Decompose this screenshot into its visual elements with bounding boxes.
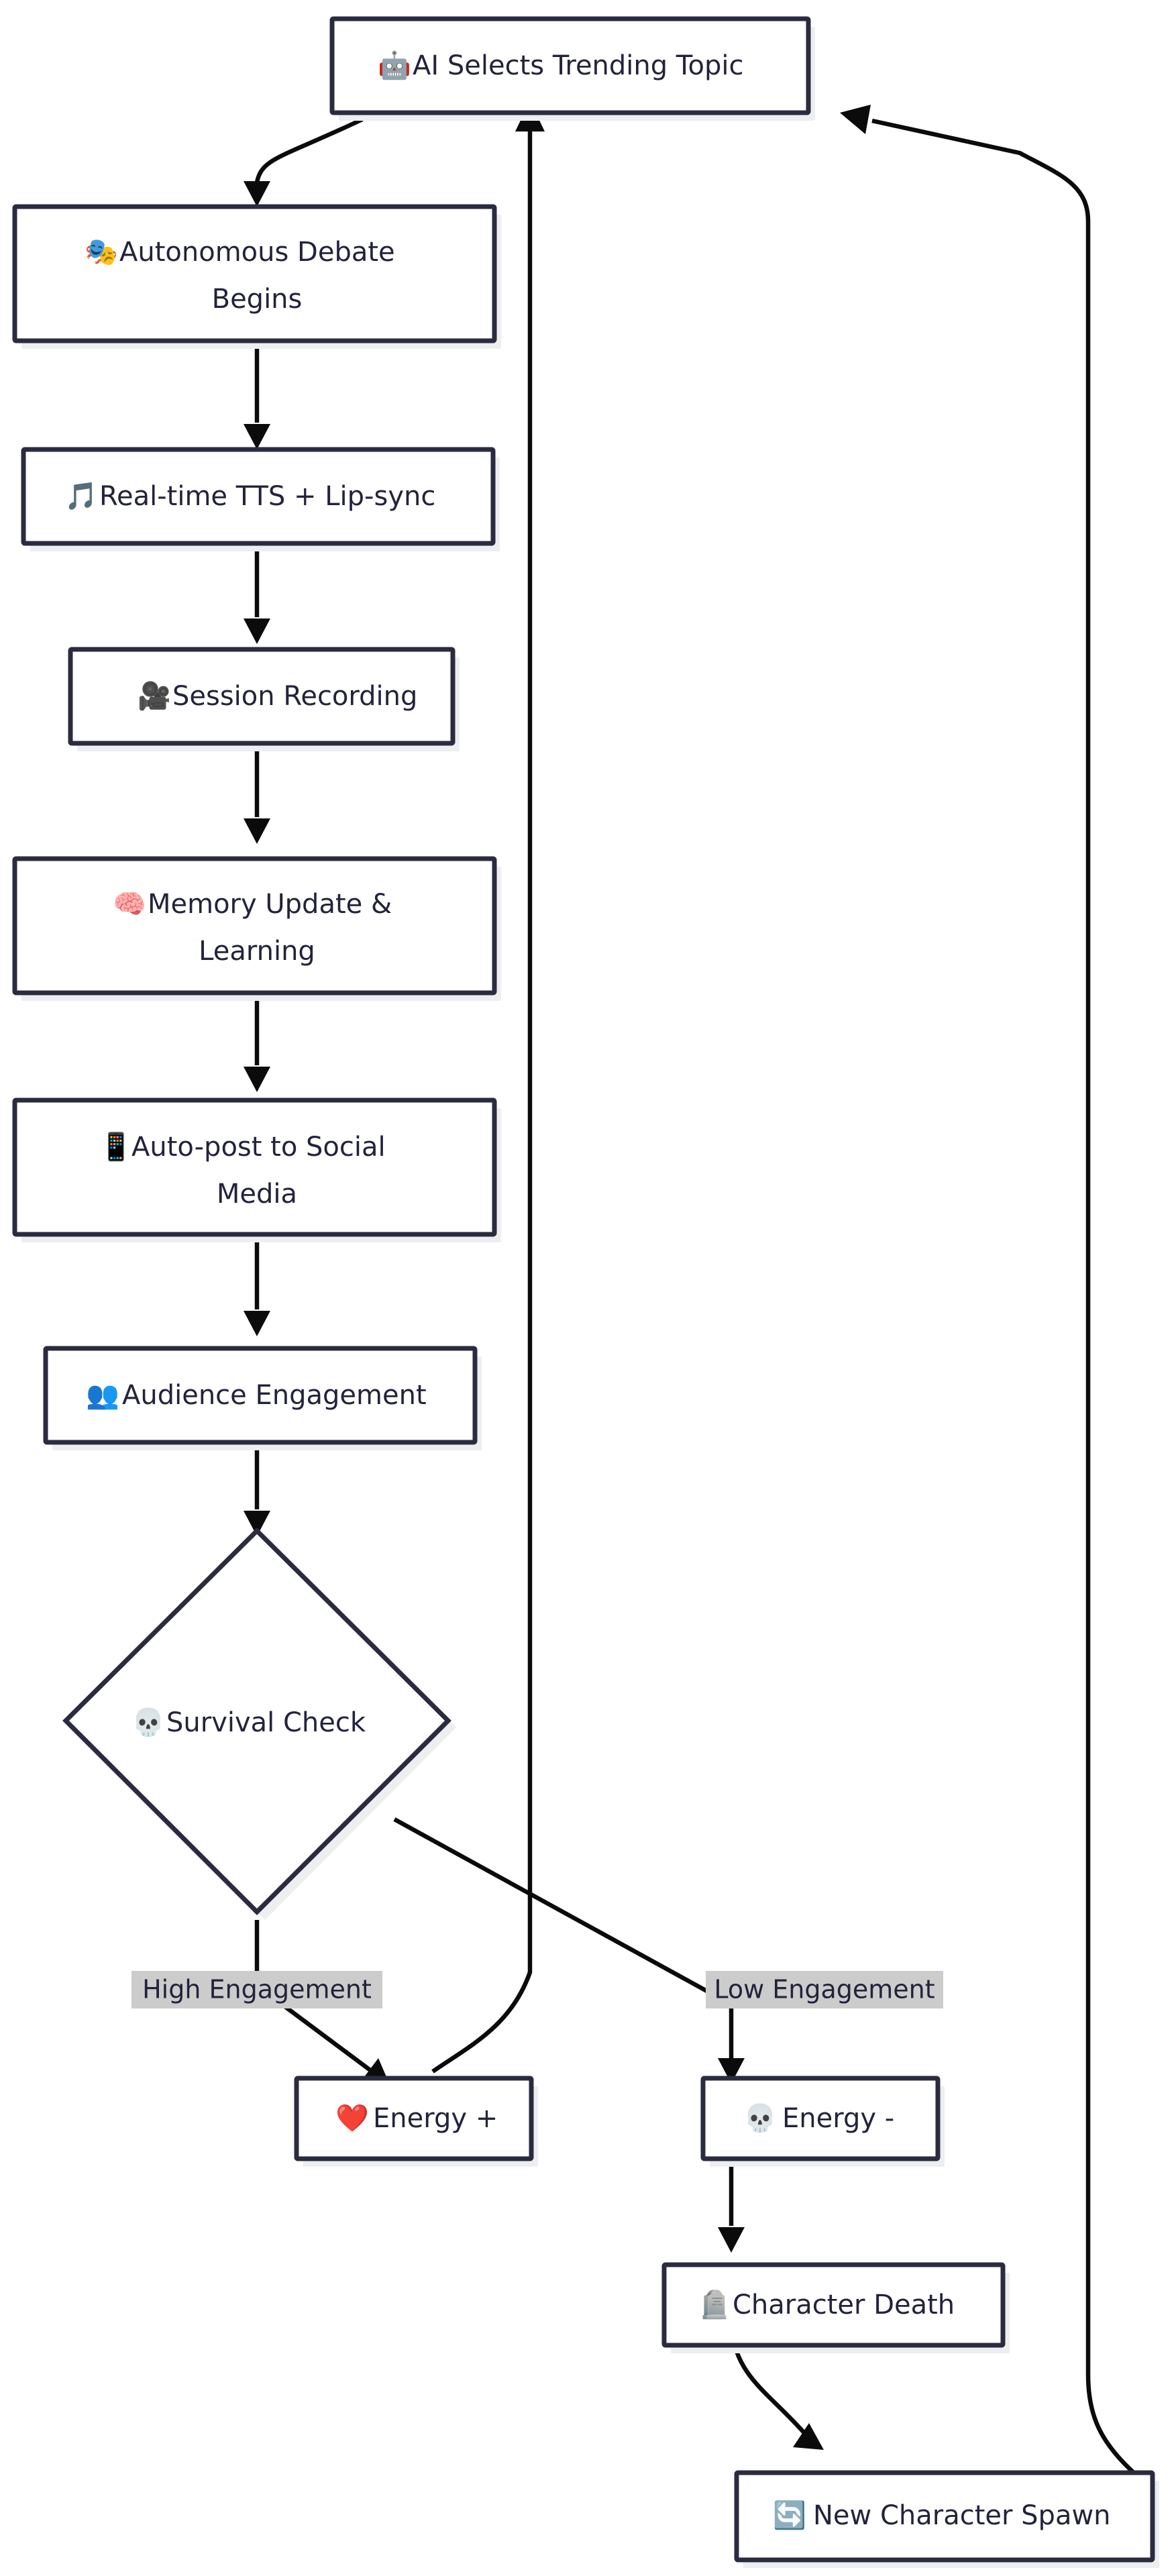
node-label: Survival Check (166, 1707, 366, 1738)
edge-memory-to-social (244, 996, 270, 1092)
edge-label-text: High Engagement (142, 1975, 372, 2004)
edge-energy-plus-to-ai-topic (431, 101, 545, 2074)
edge-label-low-engagement: Low Engagement (706, 1971, 943, 2008)
node-energy-plus[interactable]: ❤️ Energy + (294, 2076, 538, 2167)
node-new-character-spawn[interactable]: 🔄 New Character Spawn (734, 2470, 1159, 2568)
edge-recording-to-memory (244, 745, 270, 844)
red-heart-icon: ❤️ (335, 2103, 369, 2134)
edge-label-text: Low Engagement (714, 1975, 934, 2004)
node-label: Energy + (373, 2103, 498, 2134)
node-label-line1: Memory Update & (148, 889, 392, 920)
node-label: AI Selects Trending Topic (413, 50, 743, 81)
brain-icon: 🧠 (113, 889, 146, 920)
node-label-line2: Media (217, 1179, 297, 1210)
edge-survival-to-energy-minus (393, 1817, 745, 2084)
node-label: Real-time TTS + Lip-sync (99, 481, 435, 512)
edge-ai-topic-to-debate (244, 117, 364, 207)
node-audience-engagement[interactable]: 👥 Audience Engagement (43, 1346, 482, 1450)
node-memory-update-learning[interactable]: 🧠 Memory Update & Learning (12, 856, 501, 1001)
headstone-icon: 🪦 (698, 2289, 731, 2320)
performing-arts-icon: 🎭 (85, 237, 118, 268)
node-session-recording[interactable]: 🎥 Session Recording (68, 647, 460, 751)
node-survival-check[interactable]: 💀 Survival Check (62, 1527, 456, 1920)
mobile-phone-icon: 📱 (99, 1131, 133, 1163)
node-label-line1: Auto-post to Social (131, 1132, 386, 1163)
edge-spawn-to-ai-topic (840, 105, 1136, 2475)
node-label: Session Recording (172, 681, 417, 712)
node-auto-post-to-social-media[interactable]: 📱 Auto-post to Social Media (12, 1097, 501, 1242)
skull-icon: 💀 (131, 1707, 165, 1738)
counterclockwise-arrows-icon: 🔄 (773, 2500, 806, 2531)
node-real-time-tts-lip-sync[interactable]: 🎵 Real-time TTS + Lip-sync (21, 447, 500, 551)
node-label: Audience Engagement (122, 1380, 427, 1411)
musical-note-icon: 🎵 (64, 481, 98, 512)
node-label-line2: Begins (212, 284, 303, 315)
node-label: Character Death (733, 2290, 955, 2320)
skull-icon: 💀 (743, 2102, 777, 2134)
edge-labels-layer: High Engagement Low Engagement (131, 1971, 943, 2008)
node-label: Energy - (782, 2103, 894, 2134)
busts-in-silhouette-icon: 👥 (86, 1380, 119, 1411)
node-label-line1: Autonomous Debate (119, 237, 395, 268)
node-character-death[interactable]: 🪦 Character Death (661, 2262, 1010, 2353)
node-label-line2: Learning (199, 936, 315, 967)
movie-camera-icon: 🎥 (138, 680, 171, 712)
node-energy-minus[interactable]: 💀 Energy - (700, 2076, 945, 2167)
robot-icon: 🤖 (378, 50, 411, 81)
node-label: New Character Spawn (813, 2500, 1111, 2531)
edge-debate-to-tts (244, 343, 270, 449)
edge-tts-to-recording (244, 549, 270, 644)
edge-social-to-audience (244, 1238, 270, 1336)
edge-label-high-engagement: High Engagement (131, 1971, 382, 2008)
edge-audience-to-survival (244, 1444, 270, 1536)
nodes-layer: 🤖 AI Selects Trending Topic 🎭 Autonomous… (12, 16, 1159, 2568)
node-autonomous-debate-begins[interactable]: 🎭 Autonomous Debate Begins (12, 204, 501, 349)
node-ai-selects-trending-topic[interactable]: 🤖 AI Selects Trending Topic (329, 16, 815, 121)
